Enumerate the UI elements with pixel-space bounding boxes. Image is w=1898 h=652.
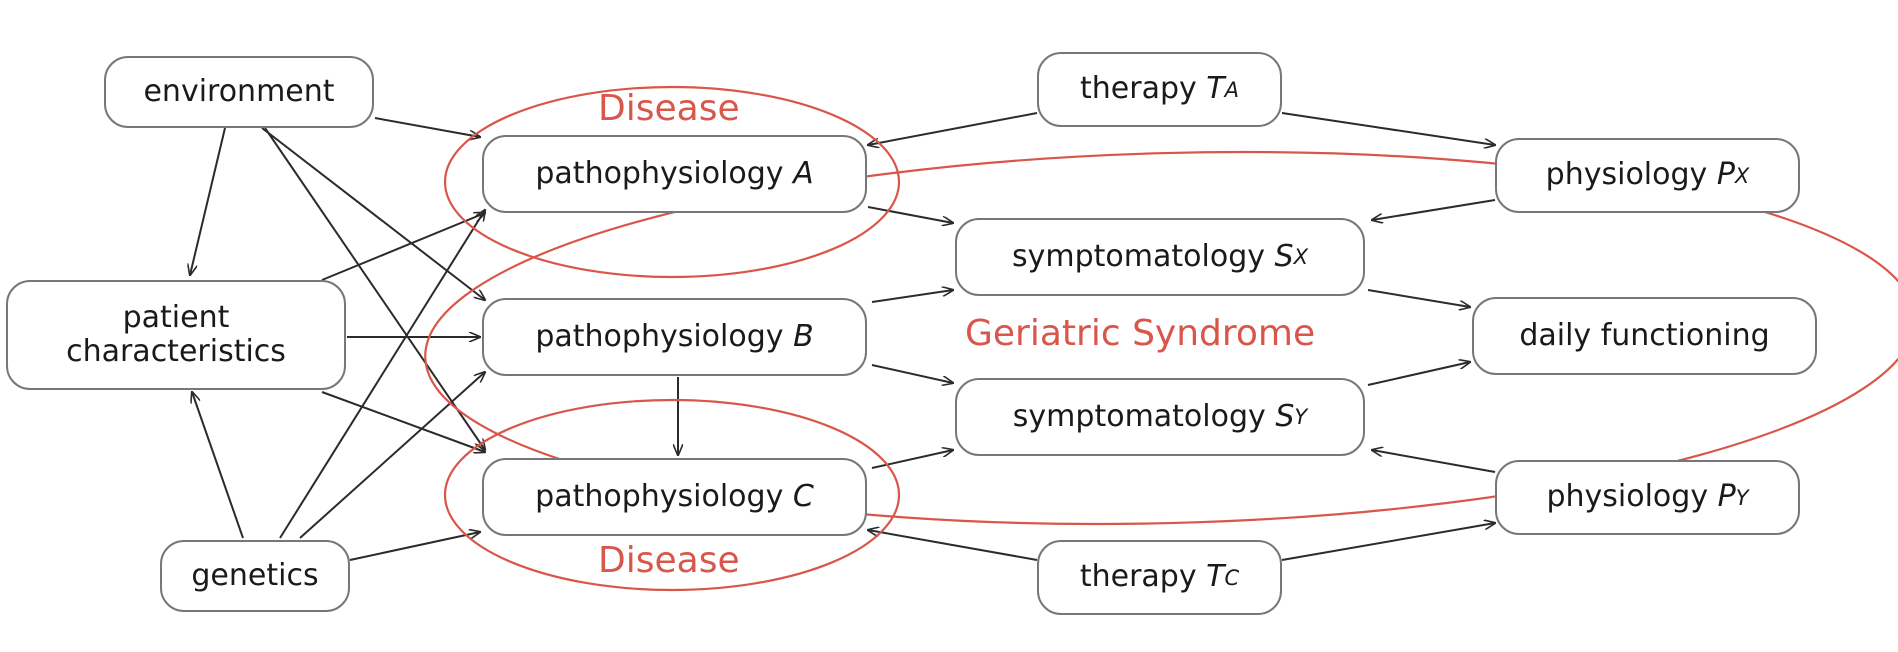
edge-genetics-patho-a: [279, 210, 485, 539]
node-environment: environment: [104, 56, 374, 128]
node-patient-line1: patient: [122, 299, 230, 335]
node-pathophysiology-b: pathophysiology B: [482, 298, 867, 376]
edge-patho-c-symp-y: [871, 450, 953, 469]
edge-patho-a-symp-x: [867, 206, 953, 223]
edge-phys-x-symp-x: [1372, 199, 1496, 220]
node-daily-functioning: daily functioning: [1472, 297, 1817, 375]
node-therapy-a-text: therapy: [1080, 71, 1207, 107]
disease-label-top: Disease: [598, 88, 740, 129]
geriatric-syndrome-region: [424, 150, 1898, 526]
node-phys-x-text: physiology: [1545, 157, 1717, 193]
edge-therapy-c-patho-c: [868, 530, 1038, 561]
edge-environment-patho-c: [264, 127, 485, 450]
edge-patho-b-symp-x: [871, 290, 953, 303]
edge-environment-patho-a: [374, 117, 480, 137]
node-phys-x-var: P: [1716, 157, 1735, 193]
node-pathophysiology-c: pathophysiology C: [482, 458, 867, 536]
node-genetics-label: genetics: [191, 557, 319, 593]
edge-environment-patho-b: [261, 127, 485, 300]
node-patho-c-text: pathophysiology: [535, 478, 793, 514]
edge-genetics-patho-c: [349, 532, 480, 561]
edge-therapy-a-patho-a: [868, 112, 1038, 145]
node-genetics: genetics: [160, 540, 350, 612]
node-patho-a-text: pathophysiology: [535, 155, 794, 191]
node-environment-label: environment: [143, 73, 335, 109]
node-patient-characteristics: patient characteristics: [6, 280, 346, 390]
edge-patho-b-symp-y: [871, 364, 953, 383]
edge-genetics-patient: [192, 392, 244, 539]
node-daily-label: daily functioning: [1519, 317, 1770, 353]
edge-environment-patient: [190, 127, 226, 275]
node-therapy-c-var: T: [1206, 559, 1225, 595]
disease-region-top: [443, 85, 901, 279]
node-phys-y-var: P: [1717, 479, 1736, 515]
node-patho-c-var: C: [792, 478, 814, 514]
disease-label-bottom: Disease: [598, 540, 740, 581]
node-patient-line2: characteristics: [66, 334, 286, 369]
edge-phys-y-symp-y: [1372, 450, 1496, 473]
node-patho-b-text: pathophysiology: [535, 318, 794, 354]
edge-therapy-a-phys-x: [1281, 112, 1495, 145]
node-pathophysiology-a: pathophysiology A: [482, 135, 867, 213]
node-symp-x-var: S: [1274, 238, 1294, 274]
node-symp-y-var: S: [1275, 398, 1295, 434]
node-phys-y-text: physiology: [1546, 479, 1718, 515]
edge-patient-patho-a: [321, 213, 485, 281]
geriatric-syndrome-label: Geriatric Syndrome: [965, 313, 1316, 354]
edge-symp-y-daily: [1367, 362, 1470, 386]
disease-region-bottom: [443, 398, 901, 592]
edge-symp-x-daily: [1367, 289, 1470, 307]
edge-genetics-patho-b: [299, 372, 485, 539]
node-symp-x-text: symptomatology: [1012, 238, 1275, 274]
edge-therapy-c-phys-y: [1281, 523, 1495, 561]
node-patho-b-var: B: [793, 318, 814, 354]
node-therapy-c-text: therapy: [1079, 559, 1207, 595]
node-symp-y-text: symptomatology: [1012, 398, 1276, 434]
node-therapy-a-var: T: [1206, 71, 1225, 107]
edge-patient-patho-c: [321, 391, 485, 452]
node-patho-a-var: A: [793, 155, 814, 191]
